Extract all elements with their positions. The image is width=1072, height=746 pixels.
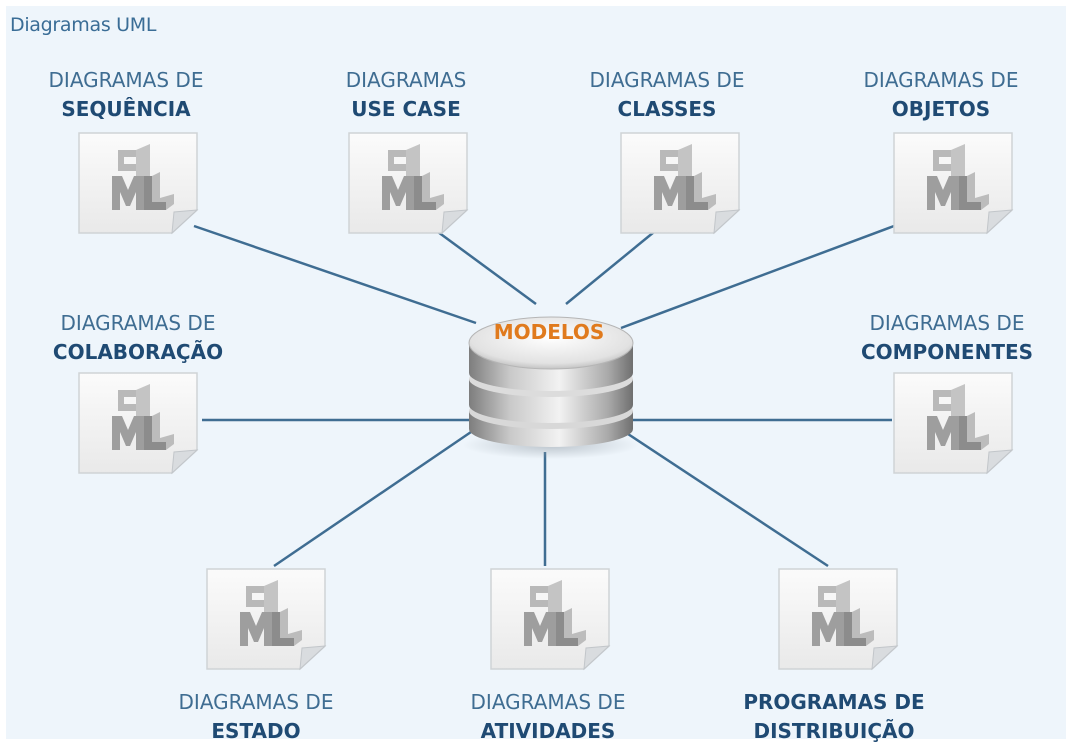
page-title: Diagramas UML xyxy=(10,14,157,36)
database-icon xyxy=(463,316,639,459)
label-classes: DIAGRAMAS DE CLASSES xyxy=(567,66,767,124)
label-distribuicao: PROGRAMAS DE DISTRIBUIÇÃO xyxy=(724,688,944,746)
connector-classes xyxy=(565,231,655,305)
label-objetos: DIAGRAMAS DE OBJETOS xyxy=(841,66,1041,124)
connector-distribuicao xyxy=(627,432,829,568)
label-colaboracao: DIAGRAMAS DE COLABORAÇÃO xyxy=(28,309,248,367)
label-line1: DIAGRAMAS DE xyxy=(60,311,216,335)
label-line1: DIAGRAMAS DE xyxy=(589,68,745,92)
center-label: MODELOS xyxy=(493,320,605,344)
diagram-canvas: Diagramas UML DIAGRAMAS DE SEQUÊNCIA DIA… xyxy=(6,6,1066,743)
uml-document-icon xyxy=(346,130,470,236)
uml-document-icon xyxy=(76,370,200,476)
label-line2: SEQUÊNCIA xyxy=(61,97,191,121)
uml-document-icon xyxy=(618,130,742,236)
label-atividades: DIAGRAMAS DE ATIVIDADES xyxy=(438,688,658,746)
label-line1: DIAGRAMAS xyxy=(345,68,467,92)
label-line1: DIAGRAMAS DE xyxy=(470,690,626,714)
label-line1: PROGRAMAS DE xyxy=(743,690,925,714)
connector-sequencia xyxy=(193,224,477,325)
label-line2: COLABORAÇÃO xyxy=(52,340,224,364)
label-line2: OBJETOS xyxy=(891,97,991,121)
label-line2: CLASSES xyxy=(617,97,717,121)
label-line2: ATIVIDADES xyxy=(480,719,616,743)
connector-estado xyxy=(273,430,472,568)
label-line2: COMPONENTES xyxy=(860,340,1034,364)
label-estado: DIAGRAMAS DE ESTADO xyxy=(156,688,356,746)
label-use-case: DIAGRAMAS USE CASE xyxy=(311,66,501,124)
connector-layer xyxy=(193,224,895,568)
uml-document-icon xyxy=(204,566,328,672)
label-line1: DIAGRAMAS DE xyxy=(48,68,204,92)
uml-document-icon xyxy=(76,130,200,236)
label-line1: DIAGRAMAS DE xyxy=(178,690,334,714)
label-line1: DIAGRAMAS DE xyxy=(863,68,1019,92)
label-line2: ESTADO xyxy=(211,719,301,743)
uml-document-icon xyxy=(488,566,612,672)
label-sequencia: DIAGRAMAS DE SEQUÊNCIA xyxy=(31,66,221,124)
label-line1: DIAGRAMAS DE xyxy=(869,311,1025,335)
connector-use-case xyxy=(437,230,537,306)
uml-document-icon xyxy=(891,370,1015,476)
label-line2: USE CASE xyxy=(351,97,461,121)
label-componentes: DIAGRAMAS DE COMPONENTES xyxy=(832,309,1062,367)
uml-document-icon xyxy=(776,566,900,672)
label-line2: DISTRIBUIÇÃO xyxy=(753,719,915,743)
connector-objetos xyxy=(620,224,895,330)
uml-document-icon xyxy=(891,130,1015,236)
